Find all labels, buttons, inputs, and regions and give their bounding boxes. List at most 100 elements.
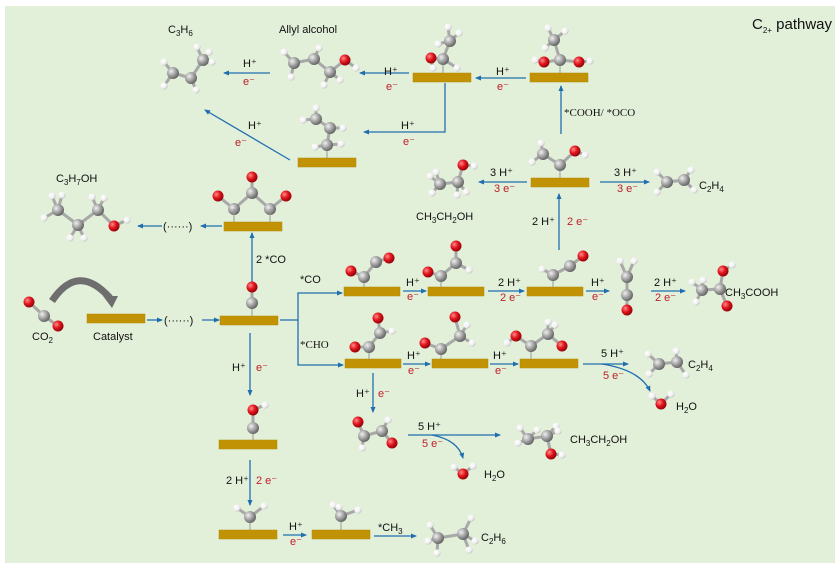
hydrogen-atom — [80, 234, 88, 242]
molecule-c3h6 — [160, 43, 216, 94]
hydrogen-atom — [260, 502, 268, 510]
catalyst-surface-ococ — [343, 286, 401, 297]
label-e-minus: e⁻ — [407, 291, 419, 303]
carbon-atom — [52, 204, 64, 216]
carbon-atom — [376, 425, 388, 437]
carbon-atom — [197, 54, 209, 66]
hydrogen-atom — [690, 186, 698, 194]
catalyst-surface-co — [219, 315, 279, 326]
oxygen-atom — [721, 300, 733, 312]
hydrogen-atom — [544, 318, 552, 326]
label-3h: 3 H⁺ — [614, 167, 637, 179]
molecule-models — [23, 23, 736, 557]
carbon-atom — [308, 53, 320, 65]
oxygen-atom — [457, 468, 469, 480]
hydrogen-atom — [455, 29, 463, 37]
molecule-ethylene-upper — [653, 166, 698, 196]
label-ch3: *CH3 — [378, 522, 403, 536]
label-co2: CO2 — [32, 331, 54, 345]
hydrogen-atom — [312, 104, 320, 112]
hydrogen-atom — [358, 444, 366, 452]
hydrogen-atom — [315, 44, 323, 52]
molecule-adsorbed-ch3 — [329, 501, 362, 530]
molecule-adsorbed-hcco — [538, 250, 589, 287]
label-cooh-oco: *COOH/ *OCO — [564, 107, 635, 119]
hydrogen-atom — [544, 24, 552, 32]
label-5e: 5 e⁻ — [603, 370, 624, 382]
catalyst-surface-ch3 — [311, 529, 371, 540]
hydrogen-atom — [699, 276, 707, 284]
oxygen-atom — [246, 281, 258, 293]
label-h-plus: H⁺ — [496, 66, 510, 78]
hydrogen-atom — [287, 73, 295, 81]
label-c2h6: C2H6 — [481, 532, 506, 546]
carbon-atom — [548, 34, 560, 46]
catalyst-surface-ccho — [526, 286, 584, 297]
hydrogen-atom — [384, 416, 392, 424]
carbon-atom — [335, 510, 347, 522]
carbon-atom — [444, 35, 456, 47]
hydrogen-atom — [468, 339, 476, 347]
hydrogen-atom — [429, 64, 437, 72]
label-h-plus: H⁺ — [289, 521, 303, 533]
label-e-minus: e⁻ — [592, 291, 604, 303]
label-h-plus: H⁺ — [406, 277, 420, 289]
arrow-propenyl-to-c3h6 — [204, 109, 291, 161]
hydrogen-atom — [514, 439, 522, 447]
carbon-atom — [246, 187, 258, 199]
hydrogen-atom — [644, 350, 652, 358]
label-2h: 2 H⁺ — [654, 277, 677, 289]
hydrogen-atom — [551, 321, 559, 329]
catalyst-surface-propenyl — [297, 157, 357, 168]
label-e-minus: e⁻ — [290, 536, 302, 548]
hydrogen-atom — [280, 48, 288, 56]
molecule-water-right — [648, 390, 675, 410]
hydrogen-atom — [672, 347, 680, 355]
label-h2o-middle: H2O — [484, 469, 505, 483]
hydrogen-atom — [48, 192, 56, 200]
molecule-adsorbed-c3o3 — [212, 171, 292, 215]
oxygen-atom — [419, 337, 431, 349]
carbon-atom — [363, 341, 375, 353]
hydrogen-atom — [428, 189, 436, 197]
carbon-atom — [525, 340, 537, 352]
hydrogen-atom — [653, 188, 661, 196]
carbon-atom — [370, 256, 382, 268]
oxygen-atom — [450, 240, 462, 252]
carbon-atom — [522, 433, 534, 445]
label-h-plus: H⁺ — [591, 277, 605, 289]
carbon-atom — [542, 328, 554, 340]
oxygen-atom — [538, 56, 550, 68]
label-e-minus: e⁻ — [256, 362, 268, 374]
label-e-minus: e⁻ — [235, 137, 247, 149]
hydrogen-atom — [561, 27, 569, 35]
oxygen-atom — [425, 52, 437, 64]
arrow-to-h2o-lower — [601, 363, 651, 392]
hydrogen-atom — [192, 86, 200, 94]
hydrogen-atom — [528, 158, 536, 166]
carbon-atom — [564, 260, 576, 272]
catalyst-surface-hoccho — [519, 358, 579, 369]
hydrogen-atom — [453, 191, 461, 199]
oxygen-atom — [449, 311, 461, 323]
oxygen-atom — [577, 250, 589, 262]
molecule-adsorbed-ch2 — [233, 502, 268, 530]
oxygen-atom — [545, 448, 557, 460]
label-h2o-right: H2O — [676, 401, 697, 415]
label-co-branch: *CO — [300, 274, 321, 286]
molecule-adsorbed-ococo — [345, 252, 395, 287]
oxygen-atom — [349, 341, 361, 353]
hydrogen-atom — [432, 168, 440, 176]
pathway-title: C2+ pathway — [752, 16, 833, 35]
arrow-to-h2o-middle — [431, 434, 465, 459]
carbon-atom — [678, 174, 690, 186]
molecule-adsorbed-ocho-1 — [422, 240, 473, 287]
hydrogen-atom — [123, 216, 131, 224]
molecule-adsorbed-c-ooh — [531, 24, 594, 73]
label-3h: 3 H⁺ — [490, 167, 513, 179]
hydrogen-atom — [193, 43, 201, 51]
hydrogen-atom — [426, 172, 434, 180]
oxygen-atom — [52, 320, 64, 332]
hydrogen-atom — [160, 82, 168, 90]
